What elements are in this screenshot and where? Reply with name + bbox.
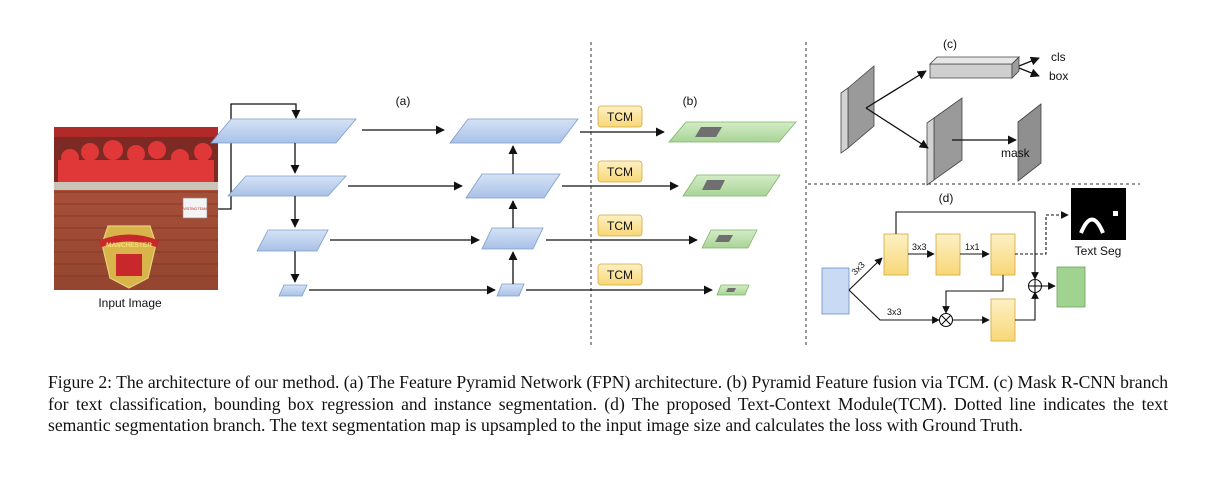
fpn-topdown-level-2	[465, 173, 561, 199]
fpn-topdown-level-3	[481, 227, 544, 250]
photo-sign-text: VISITING TEAM	[183, 207, 207, 211]
tcm-conv-block-2	[935, 233, 961, 276]
architecture-diagram: VISITING TEAM MANCHESTER Input Image (a)…	[54, 37, 1140, 345]
box-label: box	[1049, 69, 1068, 83]
tcm-block-2: TCM	[597, 160, 643, 183]
conv-label-1x1: 1x1	[965, 242, 980, 252]
panel-d-label: (d)	[939, 191, 954, 205]
tcm-label-4: TCM	[607, 268, 633, 282]
rcnn-arrows	[865, 56, 1040, 149]
tcm-arrows	[848, 211, 1056, 324]
text-seg-label: Text Seg	[1075, 244, 1122, 258]
input-image: VISITING TEAM MANCHESTER	[54, 127, 218, 290]
cls-label: cls	[1051, 50, 1066, 64]
tcm-label-3: TCM	[607, 219, 633, 233]
tcm-label-1: TCM	[607, 110, 633, 124]
rcnn-roi-feature	[840, 65, 875, 154]
tcm-label-2: TCM	[607, 165, 633, 179]
fpn-bottomup-level-4	[278, 284, 308, 297]
multiply-op-icon	[938, 312, 954, 328]
fpn-topdown-level-1	[449, 118, 579, 144]
tcm-block-1: TCM	[597, 105, 643, 128]
fpn-bottomup-level-1	[210, 118, 357, 144]
tcm-conv-block-4	[990, 298, 1016, 342]
tcm-conv-block-1	[883, 233, 909, 276]
rcnn-mask-output	[1017, 103, 1042, 182]
conv-label-3x3-c: 3x3	[887, 307, 902, 317]
input-to-fpn-arrow	[218, 103, 301, 210]
fpn-bottomup-level-2	[227, 175, 347, 197]
tcm-conv-block-3	[990, 233, 1016, 276]
tcm-input-feature	[821, 267, 850, 315]
fpn-lateral-arrows	[309, 125, 496, 295]
panel-c-label: (c)	[943, 37, 957, 51]
fpn-topdown-level-4	[496, 283, 525, 297]
rcnn-mask-conv-block	[926, 97, 963, 186]
conv-label-3x3-b: 3x3	[912, 242, 927, 252]
fpn-bottomup-level-3	[256, 229, 329, 252]
fused-map-4	[716, 284, 750, 296]
text-seg-branch-arrow	[1015, 211, 1069, 255]
input-image-label: Input Image	[98, 296, 162, 310]
fusion-arrows	[526, 127, 713, 295]
rcnn-fc-block	[929, 56, 1020, 79]
figure-caption: Figure 2: The architecture of our method…	[48, 372, 1168, 435]
fused-map-3	[701, 229, 758, 249]
fused-map-2	[682, 174, 781, 197]
fused-map-1	[668, 121, 797, 143]
tcm-block-4: TCM	[597, 263, 643, 286]
mask-label: mask	[1001, 146, 1031, 160]
add-op-icon	[1027, 278, 1043, 294]
tcm-output-feature	[1056, 266, 1086, 308]
tcm-block-3: TCM	[597, 214, 643, 237]
photo-logo-text: MANCHESTER	[106, 242, 152, 249]
panel-a-label: (a)	[396, 94, 411, 108]
panel-b-label: (b)	[683, 94, 698, 108]
text-seg-map	[1071, 188, 1126, 240]
